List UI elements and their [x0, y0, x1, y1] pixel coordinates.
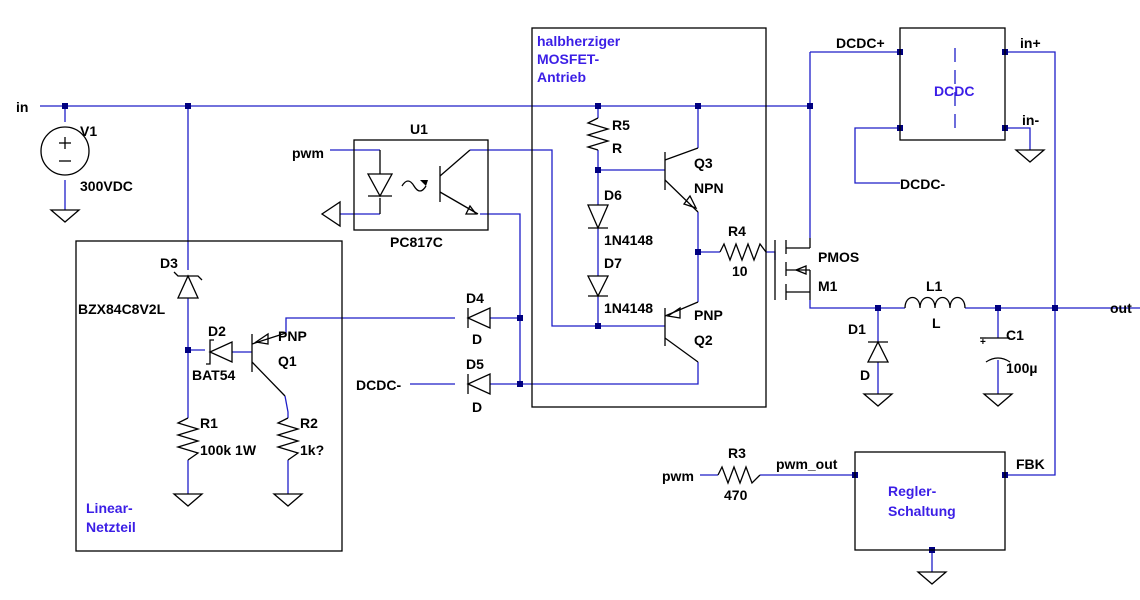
r5-ref: R5: [612, 117, 630, 133]
d2-value: BAT54: [192, 367, 236, 383]
u1-ref: U1: [410, 121, 428, 137]
diodes: [173, 204, 890, 396]
driver-block-box: [531, 27, 767, 408]
m1-ref: M1: [818, 278, 838, 294]
regler-block-title-1: Regler-: [888, 483, 937, 499]
driver-block-title-3: Antrieb: [537, 69, 586, 85]
q3-value: NPN: [694, 180, 724, 196]
q1-ref: Q1: [278, 353, 297, 369]
dcdc-block-box: [899, 27, 1006, 141]
net-dcdc-minus-left-label: DCDC-: [356, 377, 401, 393]
d3-value: BZX84C8V2L: [78, 301, 166, 317]
transistors: [251, 147, 811, 397]
c1-ref: C1: [1006, 327, 1024, 343]
v1-value: 300VDC: [80, 178, 133, 194]
inductor-l1: [904, 296, 966, 309]
v1-source: [40, 126, 90, 176]
linear-block-box: [75, 240, 343, 552]
r5-value: R: [612, 140, 622, 156]
r2-ref: R2: [300, 415, 318, 431]
d7-value: 1N4148: [604, 300, 653, 316]
m1-value: PMOS: [818, 249, 859, 265]
svg-text:+: +: [980, 337, 986, 348]
wires: [40, 51, 1140, 572]
net-pwm-left-label: pwm: [292, 145, 324, 161]
net-in-minus-label: in-: [1022, 112, 1039, 128]
net-fbk-label: FBK: [1016, 456, 1045, 472]
capacitor-c1: +: [980, 337, 1011, 363]
q2-ref: Q2: [694, 332, 713, 348]
v1-ref: V1: [80, 123, 97, 139]
r4-value: 10: [732, 263, 748, 279]
d1-ref: D1: [848, 321, 866, 337]
block-labels: halbherziger MOSFET- Antrieb Linear- Net…: [86, 33, 974, 535]
r1-ref: R1: [200, 415, 218, 431]
d7-ref: D7: [604, 255, 622, 271]
r3-value: 470: [724, 487, 748, 503]
driver-block-title-1: halbherziger: [537, 33, 621, 49]
d5-ref: D5: [466, 356, 484, 372]
dcdc-block-title: DCDC: [934, 83, 974, 99]
c1-value: 100µ: [1006, 360, 1037, 376]
q2-value: PNP: [694, 307, 723, 323]
net-in-plus-label: in+: [1020, 35, 1041, 51]
r2-value: 1k?: [300, 442, 324, 458]
net-labels: in pwm DCDC- DCDC- DCDC+ out pwm pwm_out…: [16, 35, 1132, 484]
junctions: [62, 49, 1058, 553]
regler-block-title-2: Schaltung: [888, 503, 956, 519]
driver-block-title-2: MOSFET-: [537, 51, 600, 67]
net-dcdc-minus-right-label: DCDC-: [900, 176, 945, 192]
component-labels: V1 300VDC U1 PC817C R5 R Q3 NPN D6 1N414…: [78, 117, 1037, 503]
d2-ref: D2: [208, 323, 226, 339]
q1-value: PNP: [278, 328, 307, 344]
d6-ref: D6: [604, 187, 622, 203]
d6-value: 1N4148: [604, 232, 653, 248]
ground-symbols: [49, 149, 1046, 585]
d1-value: D: [860, 367, 870, 383]
d4-value: D: [472, 331, 482, 347]
l1-value: L: [932, 315, 941, 331]
u1-box: [353, 139, 489, 231]
net-pwm-right-label: pwm: [662, 468, 694, 484]
r3-ref: R3: [728, 445, 746, 461]
r1-value: 100k 1W: [200, 442, 257, 458]
net-pwm-out-label: pwm_out: [776, 456, 838, 472]
u1-internals: [366, 149, 479, 215]
resistors: [175, 117, 767, 485]
linear-block-title-1: Linear-: [86, 500, 133, 516]
q3-ref: Q3: [694, 155, 713, 171]
u1-value: PC817C: [390, 234, 443, 250]
regler-block-box: [854, 451, 1006, 551]
l1-ref: L1: [926, 278, 943, 294]
net-in-label: in: [16, 99, 28, 115]
net-out-label: out: [1110, 300, 1132, 316]
r4-ref: R4: [728, 223, 746, 239]
d3-ref: D3: [160, 255, 178, 271]
linear-block-title-2: Netzteil: [86, 519, 136, 535]
d4-ref: D4: [466, 290, 484, 306]
d5-value: D: [472, 399, 482, 415]
net-dcdc-plus-label: DCDC+: [836, 35, 885, 51]
